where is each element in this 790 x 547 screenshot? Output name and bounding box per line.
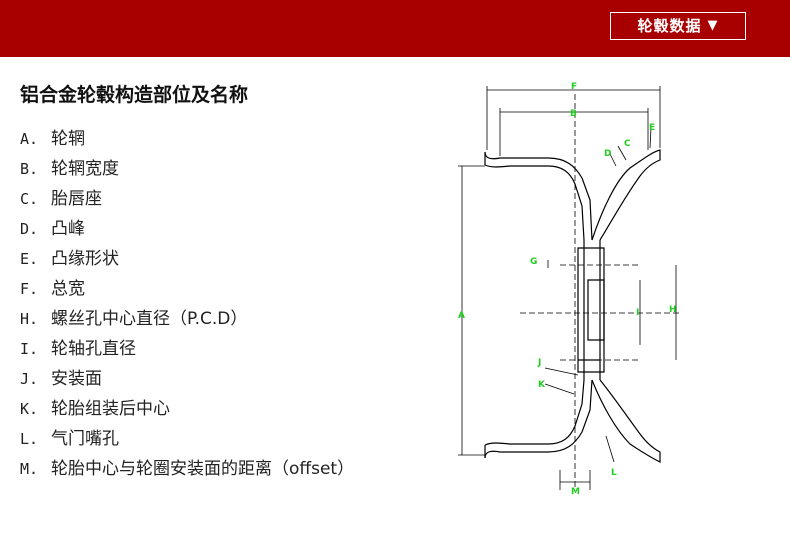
- legend-label: 轮辋: [51, 129, 85, 149]
- legend-key: B.: [20, 160, 39, 178]
- legend-label: 轮胎组装后中心: [51, 399, 170, 419]
- legend-label: 总宽: [51, 279, 85, 299]
- legend-item: K. 轮胎组装后中心: [20, 394, 354, 424]
- legend-item: B. 轮辋宽度: [20, 154, 354, 184]
- legend-item: L. 气门嘴孔: [20, 424, 354, 454]
- legend-item: I. 轮轴孔直径: [20, 334, 354, 364]
- page-title: 铝合金轮毂构造部位及名称: [20, 84, 249, 106]
- legend-label: 凸峰: [51, 219, 85, 239]
- legend-label: 轮辋宽度: [51, 159, 119, 179]
- legend-label: 轮轴孔直径: [51, 339, 136, 359]
- header-bar: 轮毂数据 ▼: [0, 0, 790, 57]
- legend-label: 轮胎中心与轮圈安装面的距离（offset）: [51, 459, 355, 479]
- label-b: B: [570, 109, 577, 119]
- legend-key: E.: [20, 250, 39, 268]
- legend-item: A. 轮辋: [20, 124, 354, 154]
- label-l: L: [611, 468, 617, 478]
- label-j: J: [537, 358, 541, 368]
- legend-item: M. 轮胎中心与轮圈安装面的距离（offset）: [20, 454, 354, 484]
- legend-item: H. 螺丝孔中心直径（P.C.D）: [20, 304, 354, 334]
- legend-key: D.: [20, 220, 39, 238]
- parts-legend: A. 轮辋 B. 轮辋宽度 C. 胎唇座 D. 凸峰 E. 凸缘形状 F. 总宽 H. 螺丝孔…: [20, 124, 354, 484]
- label-h: H: [669, 305, 677, 315]
- dropdown-label: 轮毂数据: [637, 17, 702, 35]
- legend-key: H.: [20, 310, 39, 328]
- label-e: E: [649, 123, 655, 133]
- legend-label: 螺丝孔中心直径（P.C.D）: [51, 309, 248, 329]
- label-g: G: [530, 257, 537, 267]
- label-m: M: [571, 487, 580, 497]
- legend-item: E. 凸缘形状: [20, 244, 354, 274]
- legend-label: 安装面: [51, 369, 102, 389]
- legend-label: 胎唇座: [51, 189, 102, 209]
- wheel-cross-section-diagram: F B E C D G A H I J K L M: [458, 82, 680, 497]
- legend-item: C. 胎唇座: [20, 184, 354, 214]
- legend-key: L.: [20, 430, 39, 448]
- dimension-lines: [458, 86, 677, 490]
- legend-item: D. 凸峰: [20, 214, 354, 244]
- label-k: K: [538, 380, 546, 390]
- legend-key: C.: [20, 190, 39, 208]
- legend-key: J.: [20, 370, 39, 388]
- wheel-data-dropdown[interactable]: 轮毂数据 ▼: [610, 12, 746, 40]
- label-i: I: [636, 308, 639, 318]
- center-lines: [520, 94, 680, 490]
- legend-label: 气门嘴孔: [51, 429, 119, 449]
- legend-key: M.: [20, 460, 39, 478]
- legend-item: J. 安装面: [20, 364, 354, 394]
- label-f: F: [571, 82, 577, 92]
- legend-label: 凸缘形状: [51, 249, 119, 269]
- legend-key: F.: [20, 280, 39, 298]
- legend-key: I.: [20, 340, 39, 358]
- label-d: D: [604, 149, 611, 159]
- label-a: A: [458, 311, 465, 321]
- legend-key: A.: [20, 130, 39, 148]
- legend-item: F. 总宽: [20, 274, 354, 304]
- dropdown-arrow-icon: ▼: [707, 18, 719, 33]
- label-c: C: [624, 139, 631, 149]
- legend-key: K.: [20, 400, 39, 418]
- wheel-profile: [484, 149, 661, 463]
